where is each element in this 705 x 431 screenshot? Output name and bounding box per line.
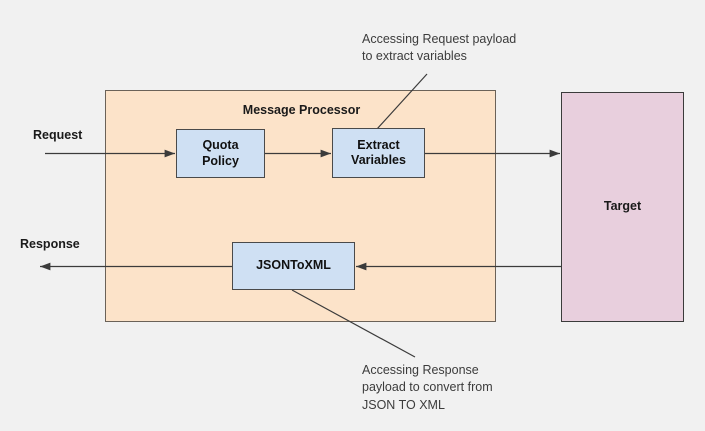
jsontoxml-node[interactable]: JSONToXML (232, 242, 355, 290)
quota-policy-label-line1: Quota (202, 138, 239, 153)
request-flow-label: Request (33, 128, 83, 142)
extract-variables-label-line2: Variables (351, 153, 406, 167)
target-node[interactable]: Target (561, 92, 684, 322)
quota-policy-node[interactable]: Quota Policy (176, 129, 265, 178)
leader-line-response-annotation (291, 289, 416, 358)
request-payload-annotation: Accessing Request payload to extract var… (362, 32, 517, 64)
extract-variables-label: Extract Variables (351, 138, 406, 169)
jsontoxml-label: JSONToXML (256, 258, 331, 273)
message-processor-title: Message Processor (242, 103, 361, 117)
target-label: Target (603, 199, 642, 214)
quota-policy-label: Quota Policy (202, 138, 239, 169)
extract-variables-label-line1: Extract (357, 137, 400, 152)
leader-line-request-annotation (376, 73, 428, 130)
extract-variables-node[interactable]: Extract Variables (332, 128, 425, 178)
response-payload-annotation: Accessing Response payload to convert fr… (362, 363, 493, 412)
response-flow-label: Response (20, 237, 80, 251)
quota-policy-label-line2: Policy (202, 153, 239, 168)
